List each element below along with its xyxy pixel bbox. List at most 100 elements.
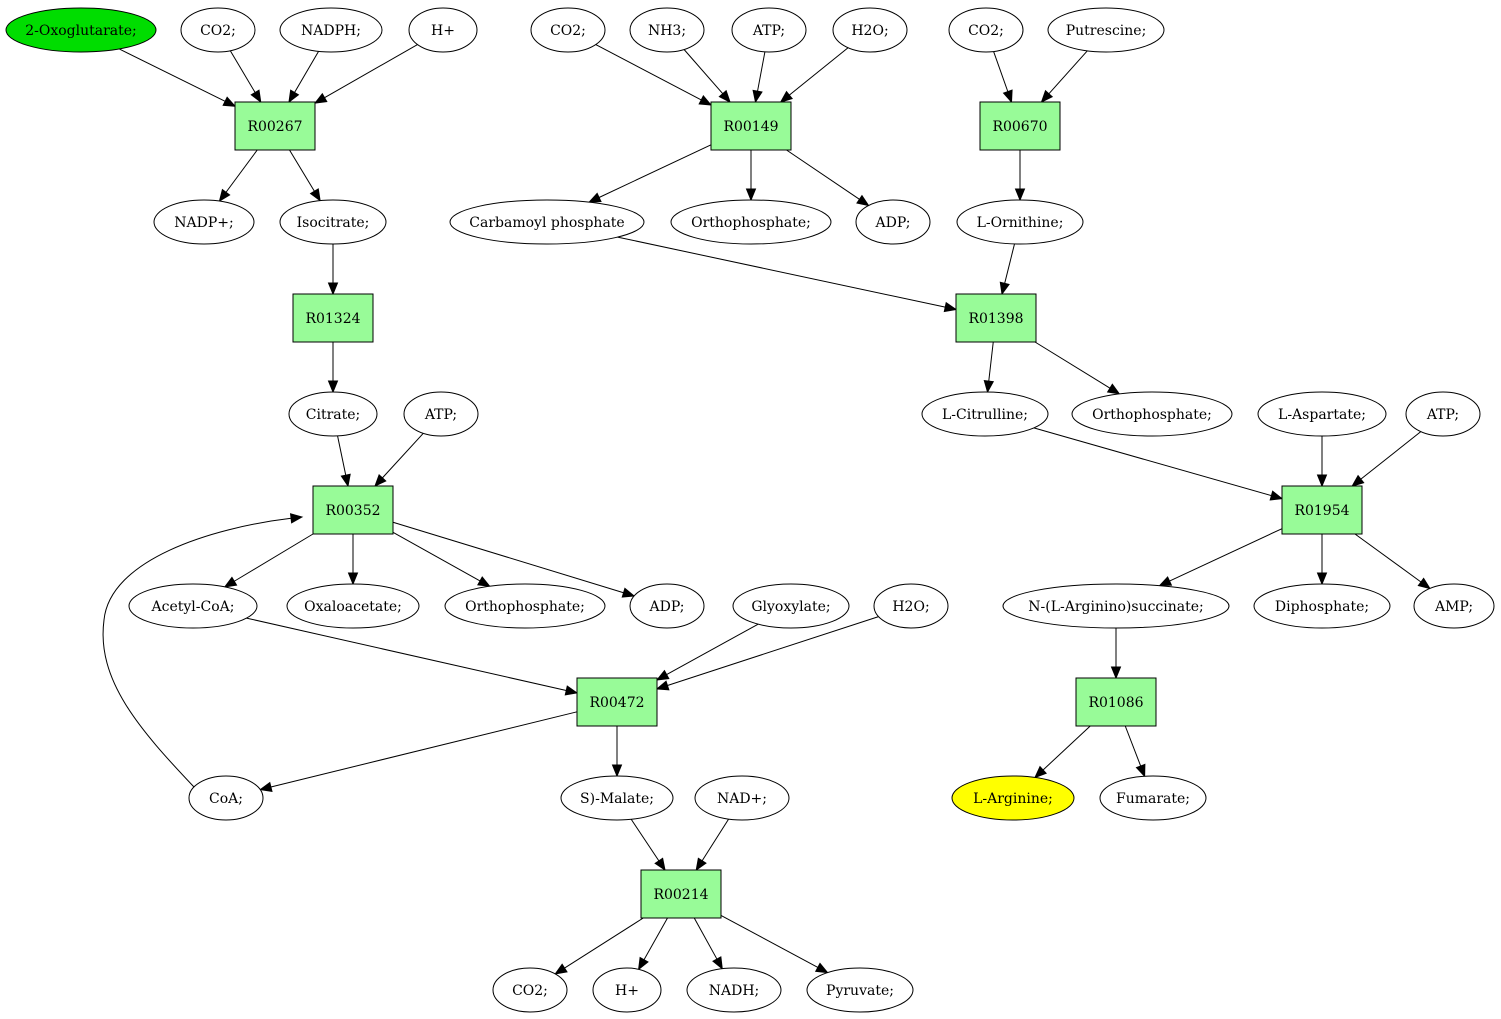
edge-r6-to-c26-arrowhead <box>587 192 602 203</box>
node-label: R00352 <box>325 503 380 519</box>
compound-node-c39: L-Arginine; <box>951 775 1075 821</box>
reaction-node-r1: R00267 <box>234 101 316 151</box>
edge-c25-to-r6 <box>788 47 849 96</box>
compound-ellipse <box>1099 775 1207 821</box>
node-label: H+ <box>615 983 639 999</box>
node-label: ATP; <box>752 23 785 39</box>
compound-node-c7: Citrate; <box>288 391 378 437</box>
node-label: Orthophosphate; <box>465 599 585 615</box>
reaction-box <box>1281 485 1363 535</box>
compound-node-c27: Orthophosphate; <box>670 199 832 245</box>
edge-c2-to-r1-arrowhead <box>250 89 262 104</box>
edge-r6-to-c28 <box>786 149 860 200</box>
edge-c1-to-r1-arrowhead <box>222 96 237 107</box>
node-label: L-Citrulline; <box>942 407 1028 423</box>
node-label: H2O; <box>892 599 929 615</box>
node-label: N-(L-Arginino)succinate; <box>1028 599 1203 615</box>
node-label: CO2; <box>512 983 548 999</box>
edge-r5-to-c19-arrowhead <box>637 956 649 971</box>
edge-r5-to-c20-arrowhead <box>712 956 723 970</box>
compound-ellipse <box>180 7 256 53</box>
compound-node-c35: ATP; <box>1405 391 1481 437</box>
edge-c7-to-r3-arrowhead <box>340 473 351 488</box>
reaction-node-r7: R00670 <box>979 101 1061 151</box>
edge-c4-to-r1-arrowhead <box>313 92 328 104</box>
reaction-box <box>234 101 316 151</box>
compound-node-c11: Orthophosphate; <box>444 583 606 629</box>
node-label: ATP; <box>424 407 457 423</box>
node-label: ADP; <box>875 215 911 231</box>
compound-node-c9: Acetyl-CoA; <box>128 583 258 629</box>
node-label: R00472 <box>589 695 644 711</box>
compound-ellipse <box>444 583 606 629</box>
node-label: L-Aspartate; <box>1278 407 1366 423</box>
edge-c22-to-r6-arrowhead <box>698 95 713 106</box>
edge-r4-to-c15-arrowhead <box>258 781 273 792</box>
node-label: R01398 <box>968 311 1023 327</box>
edge-r5-to-c18-arrowhead <box>554 963 568 975</box>
compound-node-c2: CO2; <box>180 7 256 53</box>
edge-c2-to-r1 <box>229 50 256 93</box>
compound-ellipse <box>449 199 645 245</box>
compound-ellipse <box>279 199 387 245</box>
node-label: H+ <box>431 23 455 39</box>
edge-c26-to-r8 <box>617 236 946 308</box>
node-label: NADP+; <box>174 215 233 231</box>
edge-r3-to-c9-arrowhead <box>223 576 238 588</box>
compound-node-c23: NH3; <box>629 7 705 53</box>
edge-c7-to-r3 <box>337 435 347 476</box>
node-label: NADPH; <box>301 23 361 39</box>
edge-r2-to-c7-arrowhead <box>327 380 339 394</box>
edge-r3-to-c11 <box>392 531 481 582</box>
reaction-box <box>640 869 722 919</box>
edge-c16-to-r5 <box>630 819 660 862</box>
compound-ellipse <box>188 775 264 821</box>
node-label: 2-Oxoglutarate; <box>25 23 137 39</box>
edge-r1-to-c5 <box>225 149 258 193</box>
compound-node-c4: H+ <box>408 7 478 53</box>
node-label: Carbamoyl phosphate <box>469 215 624 231</box>
edge-c25-to-r6-arrowhead <box>779 90 793 103</box>
compound-node-c25: H2O; <box>832 7 908 53</box>
edge-c35-to-r9 <box>1360 431 1422 480</box>
edge-r1-to-c6 <box>289 149 315 192</box>
compound-ellipse <box>279 7 383 53</box>
compound-ellipse <box>560 775 674 821</box>
edge-r10-to-c39 <box>1042 725 1091 771</box>
edge-c34-to-r9-arrowhead <box>1316 474 1328 488</box>
node-label: ADP; <box>649 599 685 615</box>
compound-node-c22: CO2; <box>530 7 606 53</box>
compound-ellipse <box>694 775 790 821</box>
edge-c26-to-r8-arrowhead <box>943 301 958 313</box>
compound-node-c37: Diphosphate; <box>1253 583 1391 629</box>
edge-r9-to-c36 <box>1169 528 1283 582</box>
edge-c17-to-r5-arrowhead <box>695 857 707 872</box>
edge-c8-to-r3 <box>382 432 424 479</box>
node-label: H2O; <box>851 23 888 39</box>
edge-c29-to-r7-arrowhead <box>1002 89 1013 104</box>
node-label: R01324 <box>305 311 360 327</box>
node-label: L-Arginine; <box>973 791 1053 807</box>
compound-ellipse <box>5 7 157 53</box>
edge-r4-to-c15 <box>270 711 578 788</box>
compound-node-c8: ATP; <box>403 391 479 437</box>
node-label: R00670 <box>992 119 1047 135</box>
compound-ellipse <box>1047 7 1165 53</box>
compound-node-c21: Pyruvate; <box>806 967 914 1013</box>
reaction-box <box>312 485 394 535</box>
compound-node-c13: Glyoxylate; <box>732 583 850 629</box>
compound-ellipse <box>1002 583 1230 629</box>
compound-ellipse <box>153 199 255 245</box>
compound-node-c38: AMP; <box>1413 583 1495 629</box>
edge-r9-to-c38 <box>1354 533 1422 583</box>
edge-c30-to-r7 <box>1048 50 1088 95</box>
reaction-box <box>955 293 1037 343</box>
node-label: Orthophosphate; <box>1092 407 1212 423</box>
compound-ellipse <box>1413 583 1495 629</box>
reaction-node-r9: R01954 <box>1281 485 1363 535</box>
edge-r10-to-c40-arrowhead <box>1135 763 1146 778</box>
edge-r5-to-c19 <box>643 917 668 960</box>
edge-r3-to-c10-arrowhead <box>347 572 359 586</box>
edge-c14-to-r4-arrowhead <box>655 680 670 691</box>
